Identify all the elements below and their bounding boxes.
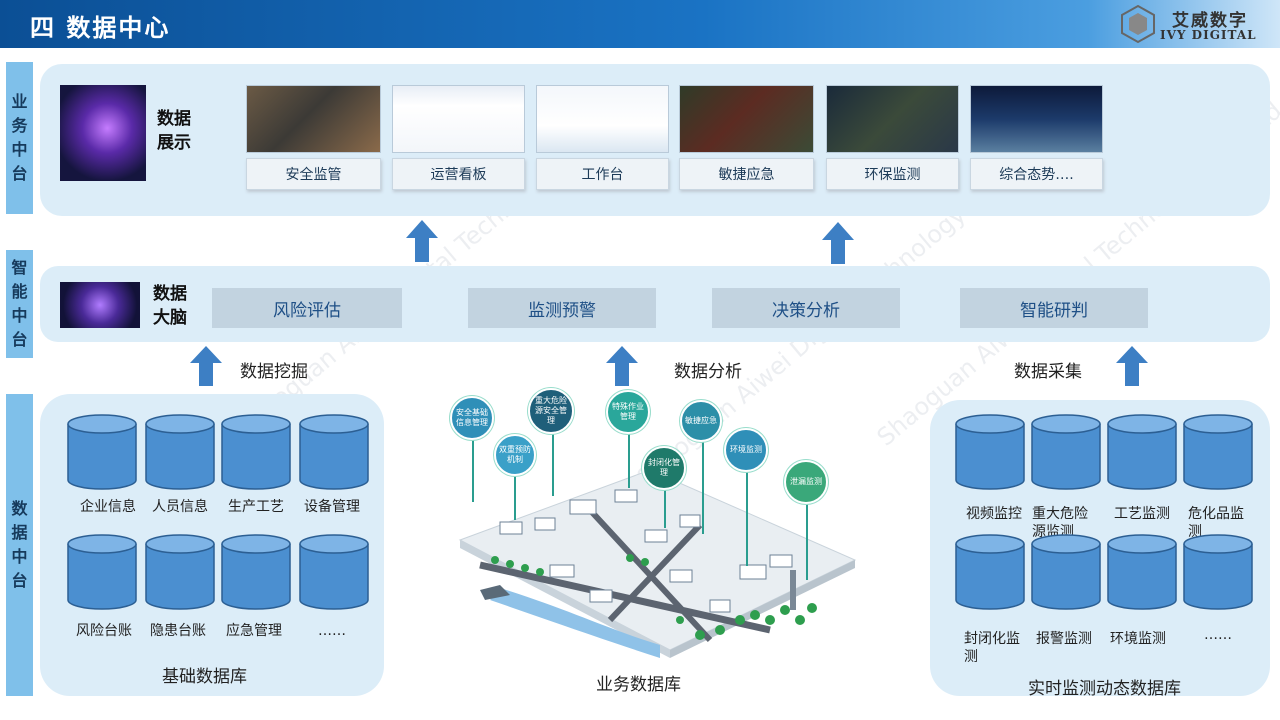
base-db-item: 人员信息	[152, 499, 208, 515]
tab-workbench[interactable]: 工作台	[536, 158, 669, 190]
node-closed-management[interactable]: 封闭化管理	[642, 446, 686, 490]
thumb-emergency[interactable]	[679, 85, 814, 153]
side-label-smart: 智能中台	[6, 250, 33, 358]
tab-overview[interactable]: 综合态势….	[970, 158, 1103, 190]
side-label-data: 数据中台	[6, 394, 33, 696]
page-title: 四 数据中心	[30, 14, 171, 42]
realtime-db-item: 环境监测	[1110, 631, 1166, 647]
up-arrow-icon	[606, 346, 638, 386]
business-db-title: 业务数据库	[596, 675, 681, 695]
database-cylinder-icon	[955, 414, 1025, 490]
company-logo	[1118, 4, 1268, 44]
up-arrow-icon	[1116, 346, 1148, 386]
database-cylinder-icon	[145, 414, 215, 490]
node-pin	[664, 478, 666, 528]
database-cylinder-icon	[299, 534, 369, 610]
database-cylinder-icon	[145, 534, 215, 610]
up-arrow-icon	[822, 222, 854, 264]
node-environment[interactable]: 环境监测	[724, 428, 768, 472]
realtime-db-item: 工艺监测	[1114, 506, 1170, 522]
thumb-safety[interactable]	[246, 85, 381, 153]
realtime-db-title: 实时监测动态数据库	[1028, 679, 1181, 699]
node-special-work[interactable]: 特殊作业管理	[606, 390, 650, 434]
module-monitoring-warning[interactable]: 监测预警	[468, 288, 656, 328]
realtime-db-item: 视频监控	[966, 506, 1022, 522]
logo-name: 艾威数字	[1172, 11, 1248, 31]
node-dual-prevention[interactable]: 双重预防机制	[494, 434, 536, 476]
database-cylinder-icon	[1031, 414, 1101, 490]
node-agile-emergency[interactable]: 敏捷应急	[680, 400, 722, 442]
up-arrow-icon	[190, 346, 222, 386]
business-label: 数据展示	[157, 109, 191, 153]
database-cylinder-icon	[1183, 534, 1253, 610]
database-cylinder-icon	[221, 534, 291, 610]
base-db-item: 生产工艺	[228, 499, 284, 515]
realtime-db-item: ……	[1204, 627, 1232, 643]
node-pin	[806, 490, 808, 580]
module-decision-analysis[interactable]: 决策分析	[712, 288, 900, 328]
industrial-park-illustration	[458, 470, 857, 658]
tab-environment[interactable]: 环保监测	[826, 158, 959, 190]
module-risk-assessment[interactable]: 风险评估	[212, 288, 402, 328]
flow-label-mining: 数据挖掘	[240, 362, 308, 382]
database-cylinder-icon	[1031, 534, 1101, 610]
base-db-item: 隐患台账	[150, 623, 206, 639]
node-major-hazard[interactable]: 重大危险源安全管理	[528, 388, 574, 434]
node-pin	[552, 426, 554, 496]
node-pin	[472, 432, 474, 502]
node-pin	[746, 456, 748, 566]
flow-label-collection: 数据采集	[1014, 362, 1082, 382]
database-cylinder-icon	[299, 414, 369, 490]
database-cylinder-icon	[955, 534, 1025, 610]
database-cylinder-icon	[1107, 534, 1177, 610]
thumb-environment[interactable]	[826, 85, 959, 153]
data-display-image	[60, 85, 146, 181]
base-db-item: ……	[318, 623, 346, 639]
up-arrow-icon	[406, 220, 438, 262]
database-cylinder-icon	[67, 534, 137, 610]
side-label-business: 业务中台	[6, 62, 33, 214]
node-pin	[702, 424, 704, 534]
base-db-item: 应急管理	[226, 623, 282, 639]
realtime-db-item: 封闭化监测	[964, 631, 1020, 665]
base-db-item: 企业信息	[80, 499, 136, 515]
realtime-db-item: 报警监测	[1036, 631, 1092, 647]
database-cylinder-icon	[1183, 414, 1253, 490]
node-leak-monitoring[interactable]: 泄漏监测	[784, 460, 828, 504]
smart-label: 数据大脑	[153, 284, 187, 328]
node-safety-info[interactable]: 安全基础信息管理	[450, 396, 494, 440]
tab-operations[interactable]: 运营看板	[392, 158, 525, 190]
tab-safety[interactable]: 安全监管	[246, 158, 381, 190]
data-brain-image	[60, 282, 140, 328]
module-smart-judgment[interactable]: 智能研判	[960, 288, 1148, 328]
base-db-item: 设备管理	[304, 499, 360, 515]
logo-subtitle: IVY DIGITAL	[1160, 28, 1257, 42]
thumb-workbench[interactable]	[536, 85, 669, 153]
logo-icon	[1121, 4, 1155, 44]
base-db-item: 风险台账	[76, 623, 132, 639]
thumb-overview[interactable]	[970, 85, 1103, 153]
database-cylinder-icon	[1107, 414, 1177, 490]
node-pin	[514, 460, 516, 520]
base-db-title: 基础数据库	[162, 667, 247, 687]
thumb-operations[interactable]	[392, 85, 525, 153]
tab-emergency[interactable]: 敏捷应急	[679, 158, 814, 190]
header-bar	[0, 0, 1280, 48]
node-pin	[628, 420, 630, 488]
flow-label-analysis: 数据分析	[674, 362, 742, 382]
database-cylinder-icon	[221, 414, 291, 490]
database-cylinder-icon	[67, 414, 137, 490]
